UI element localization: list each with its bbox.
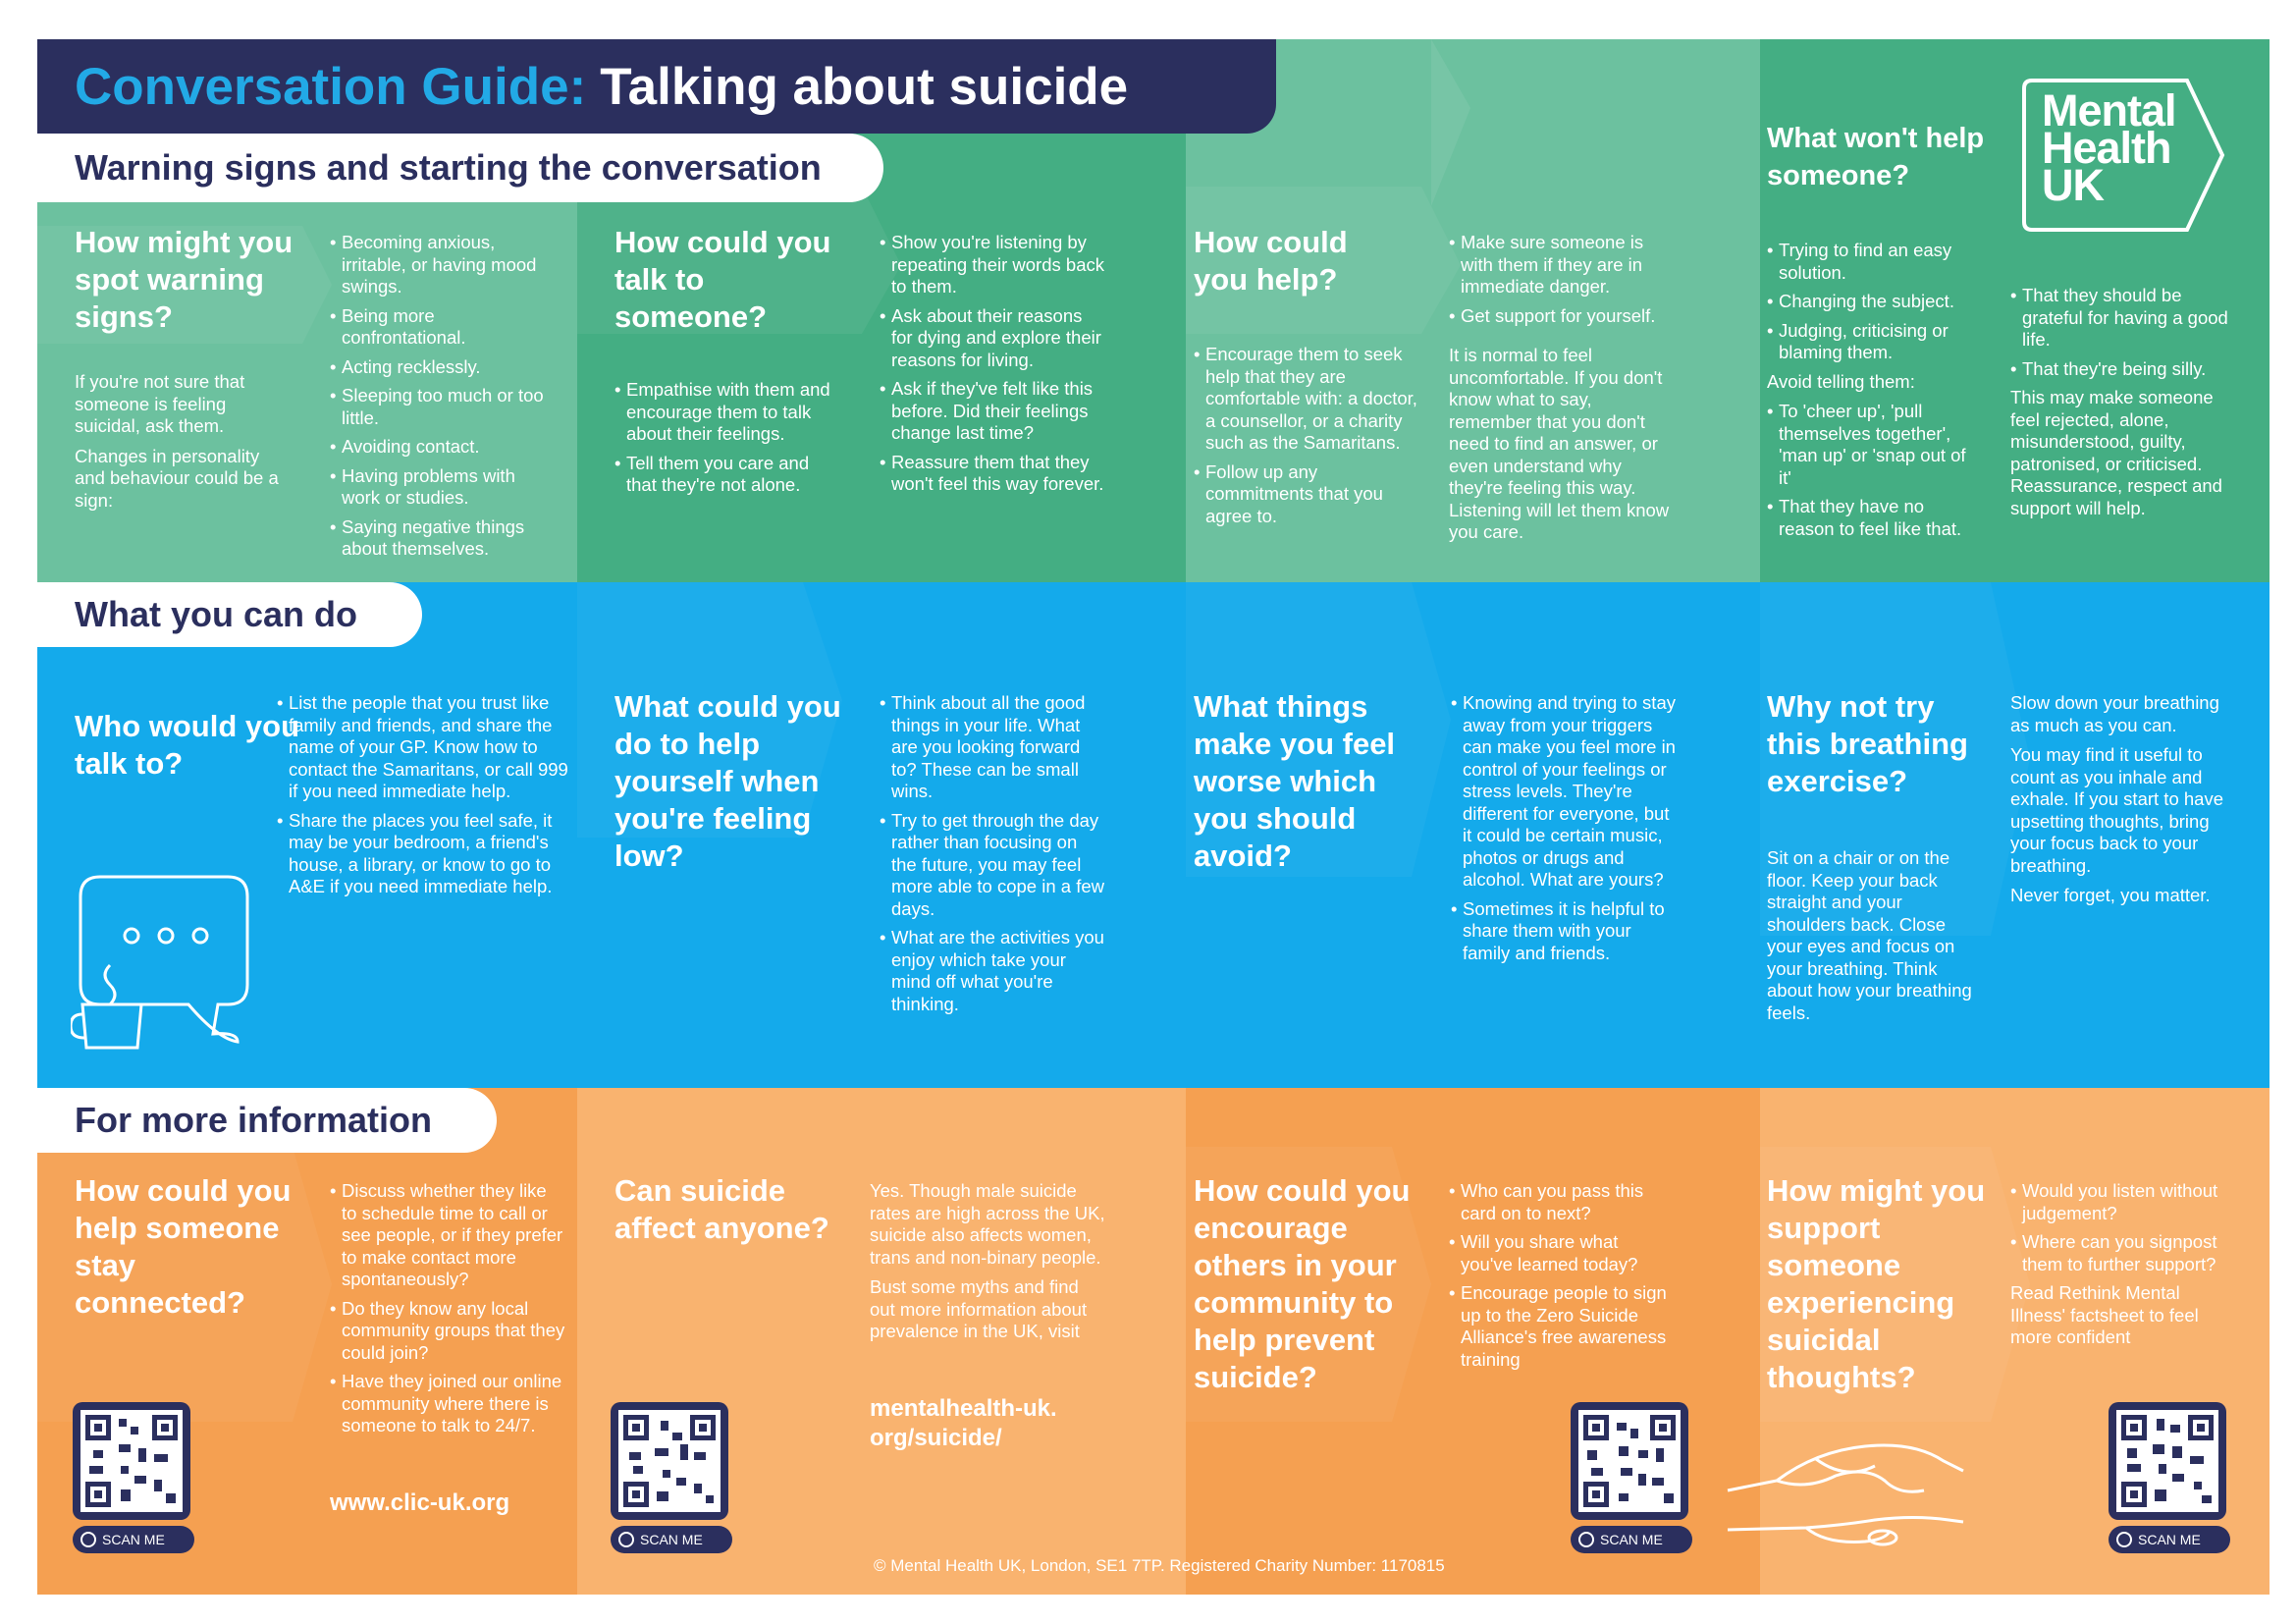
qr-code-stay-connected[interactable] xyxy=(73,1402,190,1520)
help-yourself-list: Think about all the good things in your … xyxy=(880,692,1105,1022)
what-you-can-do-section: What you can do Who would you talk to? L… xyxy=(37,582,2269,1088)
question-things-to-avoid: What things make you feel worse which yo… xyxy=(1194,689,1396,873)
qr-code-icon xyxy=(85,1415,178,1507)
mentalhealth-uk-link[interactable]: mentalhealth-uk. org/suicide/ xyxy=(870,1395,1057,1451)
qr-code-rethink-factsheet[interactable] xyxy=(2109,1402,2226,1520)
footer-copyright: © Mental Health UK, London, SE1 7TP. Reg… xyxy=(874,1556,1445,1575)
camera-icon xyxy=(618,1532,634,1547)
breathing-left-text: Sit on a chair or on the floor. Keep you… xyxy=(1767,847,1972,1023)
question-encourage-community: How could you encourage others in your c… xyxy=(1194,1173,1411,1394)
holding-hands-icon xyxy=(1727,1443,1964,1546)
wont-help-right-list: That they should be grateful for having … xyxy=(2010,285,2236,527)
section-heading-warning-signs: Warning signs and starting the conversat… xyxy=(37,134,883,202)
affect-anyone-text: Yes. Though male suicide rates are high … xyxy=(870,1180,1105,1341)
clic-uk-link[interactable]: www.clic-uk.org xyxy=(330,1489,510,1516)
qr-code-zero-suicide-training[interactable] xyxy=(1571,1402,1688,1520)
question-stay-connected: How could you help someone stay connecte… xyxy=(75,1173,292,1320)
chevron-decoration xyxy=(37,39,1470,344)
camera-icon xyxy=(2116,1532,2132,1547)
talk-right-list: Show you're listening by repeating their… xyxy=(880,232,1105,503)
encourage-community-list: Who can you pass this card on to next? W… xyxy=(1449,1180,1675,1378)
question-talk-to-someone: How could you talk to someone? xyxy=(614,225,831,334)
section-heading-what-you-can-do: What you can do xyxy=(37,582,422,647)
talk-to-list: List the people that you trust like fami… xyxy=(277,692,571,905)
more-information-section: For more information How could you help … xyxy=(37,1088,2269,1595)
logo-outline-icon xyxy=(2022,79,2225,232)
question-spot-warning-signs: How might you spot warning signs? xyxy=(75,225,294,334)
question-who-would-you-talk-to: Who would you talk to? xyxy=(75,709,300,781)
question-what-wont-help: What won't help someone? xyxy=(1767,123,1985,191)
warning-signs-intro: If you're not sure that someone is feeli… xyxy=(75,371,279,511)
camera-icon xyxy=(1578,1532,1594,1547)
scan-me-badge: SCAN ME xyxy=(611,1526,732,1553)
section-heading-more-information: For more information xyxy=(37,1088,497,1153)
question-how-could-you-help: How could you help? xyxy=(1194,225,1348,297)
scan-me-badge: SCAN ME xyxy=(2109,1526,2230,1553)
support-someone-list: Would you listen without judgement? Wher… xyxy=(2010,1180,2236,1357)
speech-bubble-cup-icon xyxy=(71,875,249,1050)
chevron-decoration xyxy=(37,1147,2030,1422)
stay-connected-list: Discuss whether they like to schedule ti… xyxy=(330,1180,565,1444)
warning-signs-section: Conversation Guide: Talking about suicid… xyxy=(37,39,2269,582)
scan-me-badge: SCAN ME xyxy=(1571,1526,1692,1553)
qr-code-suicide-info[interactable] xyxy=(611,1402,728,1520)
qr-code-icon xyxy=(623,1415,716,1507)
question-can-suicide-affect-anyone: Can suicide affect anyone? xyxy=(614,1173,829,1245)
mental-health-uk-logo: Mental Health UK xyxy=(2020,77,2226,234)
help-right-list: Make sure someone is with them if they a… xyxy=(1449,232,1675,552)
breathing-right-text: Slow down your breathing as much as you … xyxy=(2010,692,2223,905)
question-support-someone: How might you support someone experienci… xyxy=(1767,1173,1986,1394)
scan-me-badge: SCAN ME xyxy=(73,1526,194,1553)
qr-code-icon xyxy=(1583,1415,1676,1507)
camera-icon xyxy=(80,1532,96,1547)
help-left-list: Encourage them to seek help that they ar… xyxy=(1194,344,1421,534)
question-breathing-exercise: Why not try this breathing exercise? xyxy=(1767,689,1968,798)
page-title: Conversation Guide: Talking about suicid… xyxy=(37,39,1276,134)
warning-signs-list: Becoming anxious, irritable, or having m… xyxy=(330,232,558,568)
wont-help-left-list: Trying to find an easy solution. Changin… xyxy=(1767,240,1983,547)
chevron-decoration xyxy=(577,582,2030,936)
qr-code-icon xyxy=(2121,1415,2214,1507)
question-help-yourself: What could you do to help yourself when … xyxy=(614,689,841,873)
talk-left-list: Empathise with them and encourage them t… xyxy=(614,379,842,504)
things-to-avoid-list: Knowing and trying to stay away from you… xyxy=(1451,692,1677,971)
